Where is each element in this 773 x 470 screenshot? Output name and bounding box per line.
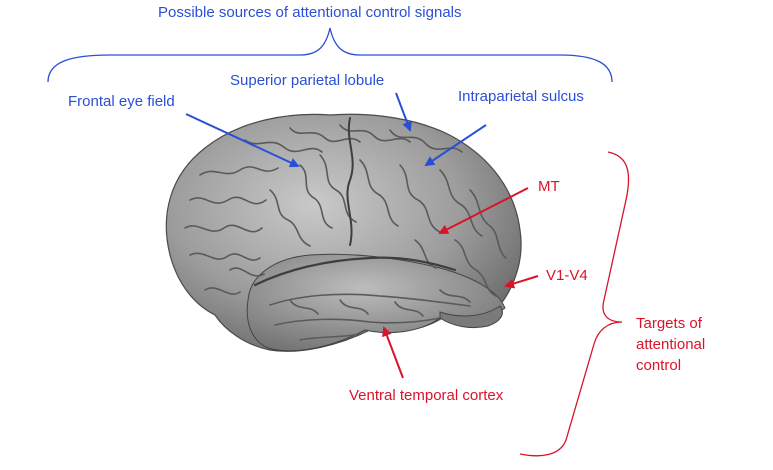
targets-label-line-1: Targets of <box>636 315 702 332</box>
label-frontal-eye-field: Frontal eye field <box>68 93 175 110</box>
brain-gyri-texture <box>184 117 507 341</box>
arrow-mt <box>438 187 529 234</box>
label-superior-parietal-lobule: Superior parietal lobule <box>230 72 385 89</box>
arrow-ventral-temporal-cortex <box>382 326 404 379</box>
label-v1-v4: V1-V4 <box>546 267 588 284</box>
label-intraparietal-sulcus: Intraparietal sulcus <box>458 88 584 105</box>
label-ventral-temporal-cortex: Ventral temporal cortex <box>349 387 504 404</box>
diagram-title: Possible sources of attentional control … <box>158 4 462 21</box>
sources-curly-brace <box>47 27 613 83</box>
targets-curly-brace <box>519 151 630 457</box>
brain-cerebellum <box>439 305 503 329</box>
arrow-intraparietal-sulcus <box>424 124 487 167</box>
arrow-frontal-eye-field <box>185 113 300 168</box>
arrow-superior-parietal-lobule <box>395 92 412 132</box>
arrow-v1-v4 <box>504 275 539 289</box>
targets-label-line-2: attentional <box>636 336 706 353</box>
targets-label-line-3: control <box>636 357 682 374</box>
label-targets-of-attentional-control: Targets of attentional control <box>636 313 736 376</box>
brain-illustration <box>165 113 522 352</box>
label-mt: MT <box>538 178 560 195</box>
